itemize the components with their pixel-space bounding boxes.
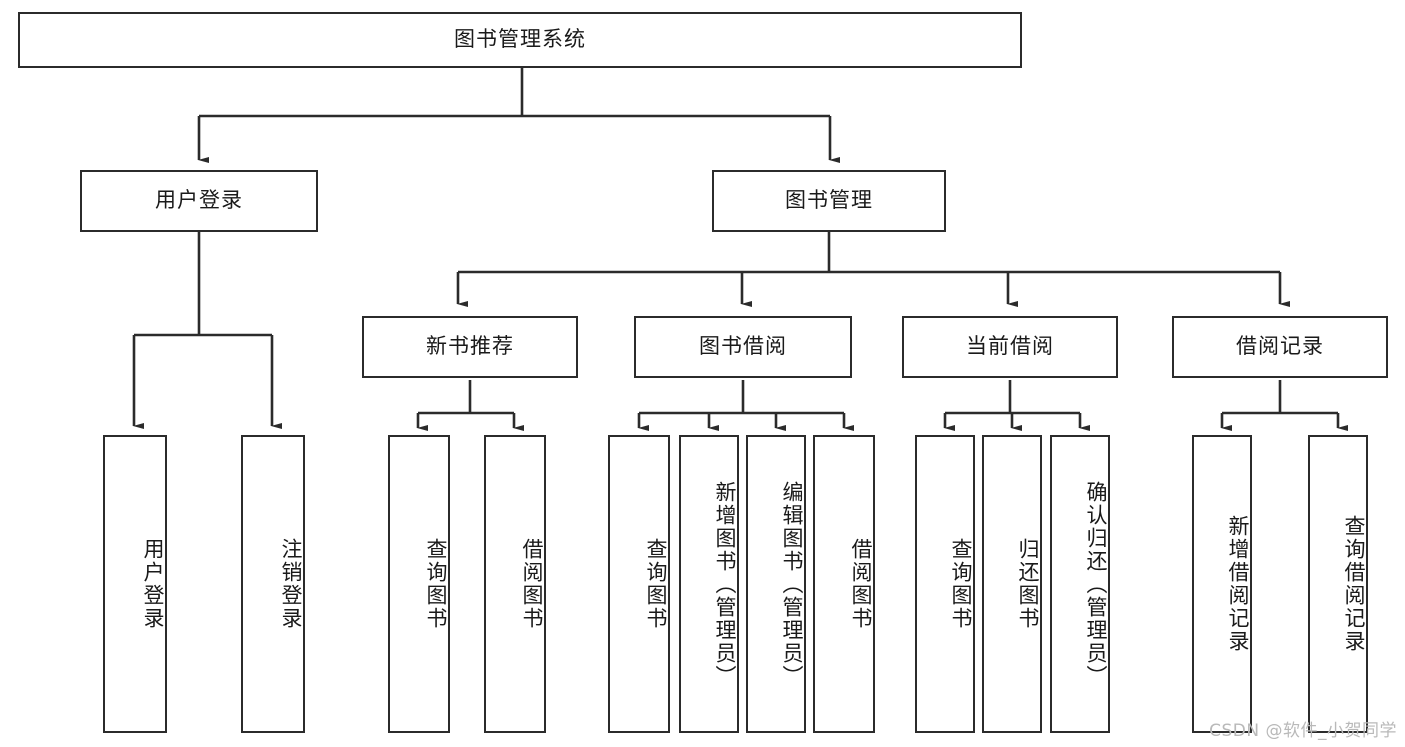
node-borrow-record[interactable]: 借阅记录 <box>1172 316 1388 378</box>
node-user-login[interactable]: 用户登录 <box>80 170 318 232</box>
leaf-borrow-book-1-label: 借阅图书 <box>520 538 544 630</box>
leaf-borrow-book-2-label: 借阅图书 <box>849 538 873 630</box>
leaf-logout-label: 注销登录 <box>279 538 303 630</box>
leaf-query-book-1[interactable]: 查询图书 <box>388 435 450 733</box>
leaf-add-record-label: 新增借阅记录 <box>1226 515 1250 653</box>
node-borrow-record-label: 借阅记录 <box>1236 334 1324 359</box>
leaf-user-login-label: 用户登录 <box>141 538 165 630</box>
leaf-borrow-book-1[interactable]: 借阅图书 <box>484 435 546 733</box>
node-book-manage-label: 图书管理 <box>785 188 873 213</box>
leaf-add-record[interactable]: 新增借阅记录 <box>1192 435 1252 733</box>
node-current-borrow[interactable]: 当前借阅 <box>902 316 1118 378</box>
leaf-add-book[interactable]: 新增图书（管理员） <box>679 435 739 733</box>
node-root-label: 图书管理系统 <box>454 27 586 52</box>
node-current-borrow-label: 当前借阅 <box>966 334 1054 359</box>
leaf-query-record[interactable]: 查询借阅记录 <box>1308 435 1368 733</box>
node-book-borrow[interactable]: 图书借阅 <box>634 316 852 378</box>
leaf-return-book[interactable]: 归还图书 <box>982 435 1042 733</box>
node-user-login-label: 用户登录 <box>155 188 243 213</box>
leaf-query-book-1-label: 查询图书 <box>424 538 448 630</box>
node-book-borrow-label: 图书借阅 <box>699 334 787 359</box>
leaf-edit-book[interactable]: 编辑图书（管理员） <box>746 435 806 733</box>
node-new-book-rec[interactable]: 新书推荐 <box>362 316 578 378</box>
leaf-confirm-return[interactable]: 确认归还（管理员） <box>1050 435 1110 733</box>
leaf-query-book-3[interactable]: 查询图书 <box>915 435 975 733</box>
node-book-manage[interactable]: 图书管理 <box>712 170 946 232</box>
leaf-query-book-2[interactable]: 查询图书 <box>608 435 670 733</box>
node-root[interactable]: 图书管理系统 <box>18 12 1022 68</box>
leaf-query-book-2-label: 查询图书 <box>644 538 668 630</box>
leaf-user-login[interactable]: 用户登录 <box>103 435 167 733</box>
leaf-borrow-book-2[interactable]: 借阅图书 <box>813 435 875 733</box>
leaf-logout[interactable]: 注销登录 <box>241 435 305 733</box>
leaf-edit-book-label: 编辑图书（管理员） <box>780 480 804 688</box>
leaf-query-record-label: 查询借阅记录 <box>1342 515 1366 653</box>
leaf-confirm-return-label: 确认归还（管理员） <box>1084 480 1108 688</box>
node-new-book-rec-label: 新书推荐 <box>426 334 514 359</box>
leaf-query-book-3-label: 查询图书 <box>949 538 973 630</box>
leaf-return-book-label: 归还图书 <box>1016 538 1040 630</box>
csdn-watermark: CSDN @软件_小贺同学 <box>1209 721 1397 741</box>
leaf-add-book-label: 新增图书（管理员） <box>713 480 737 688</box>
